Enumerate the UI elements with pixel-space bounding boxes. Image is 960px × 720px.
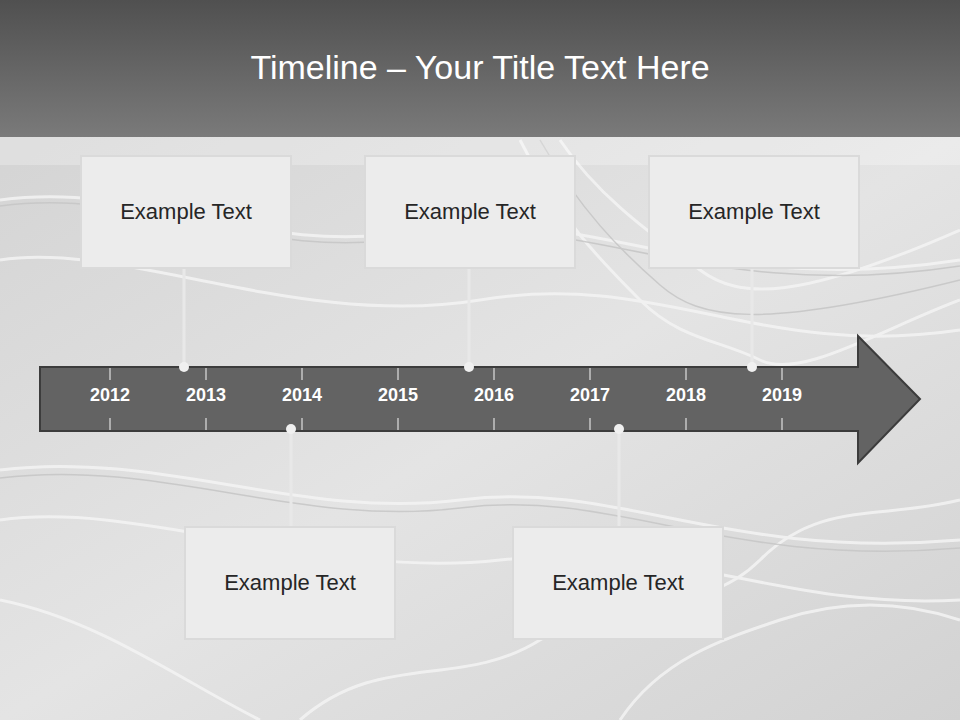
- year-label: 2016: [474, 385, 514, 406]
- tick-marks: [110, 368, 782, 430]
- wave-lines: [0, 140, 960, 720]
- year-label: 2014: [282, 385, 322, 406]
- event-box: Example Text: [184, 526, 396, 640]
- event-box: Example Text: [364, 155, 576, 269]
- year-label: 2012: [90, 385, 130, 406]
- year-label: 2013: [186, 385, 226, 406]
- wave-shadows: [0, 140, 960, 551]
- event-text: Example Text: [392, 199, 548, 225]
- slide-title: Timeline – Your Title Text Here: [0, 44, 960, 90]
- year-label: 2015: [378, 385, 418, 406]
- event-box: Example Text: [648, 155, 860, 269]
- event-text: Example Text: [108, 199, 264, 225]
- event-text: Example Text: [540, 570, 696, 596]
- event-box: Example Text: [80, 155, 292, 269]
- background: [0, 137, 960, 720]
- year-label: 2018: [666, 385, 706, 406]
- timeline-arrow: [40, 336, 920, 463]
- event-text: Example Text: [212, 570, 368, 596]
- event-box: Example Text: [512, 526, 724, 640]
- event-text: Example Text: [676, 199, 832, 225]
- header-band: [0, 0, 960, 137]
- year-label: 2019: [762, 385, 802, 406]
- timeline-dots: [179, 362, 757, 434]
- year-label: 2017: [570, 385, 610, 406]
